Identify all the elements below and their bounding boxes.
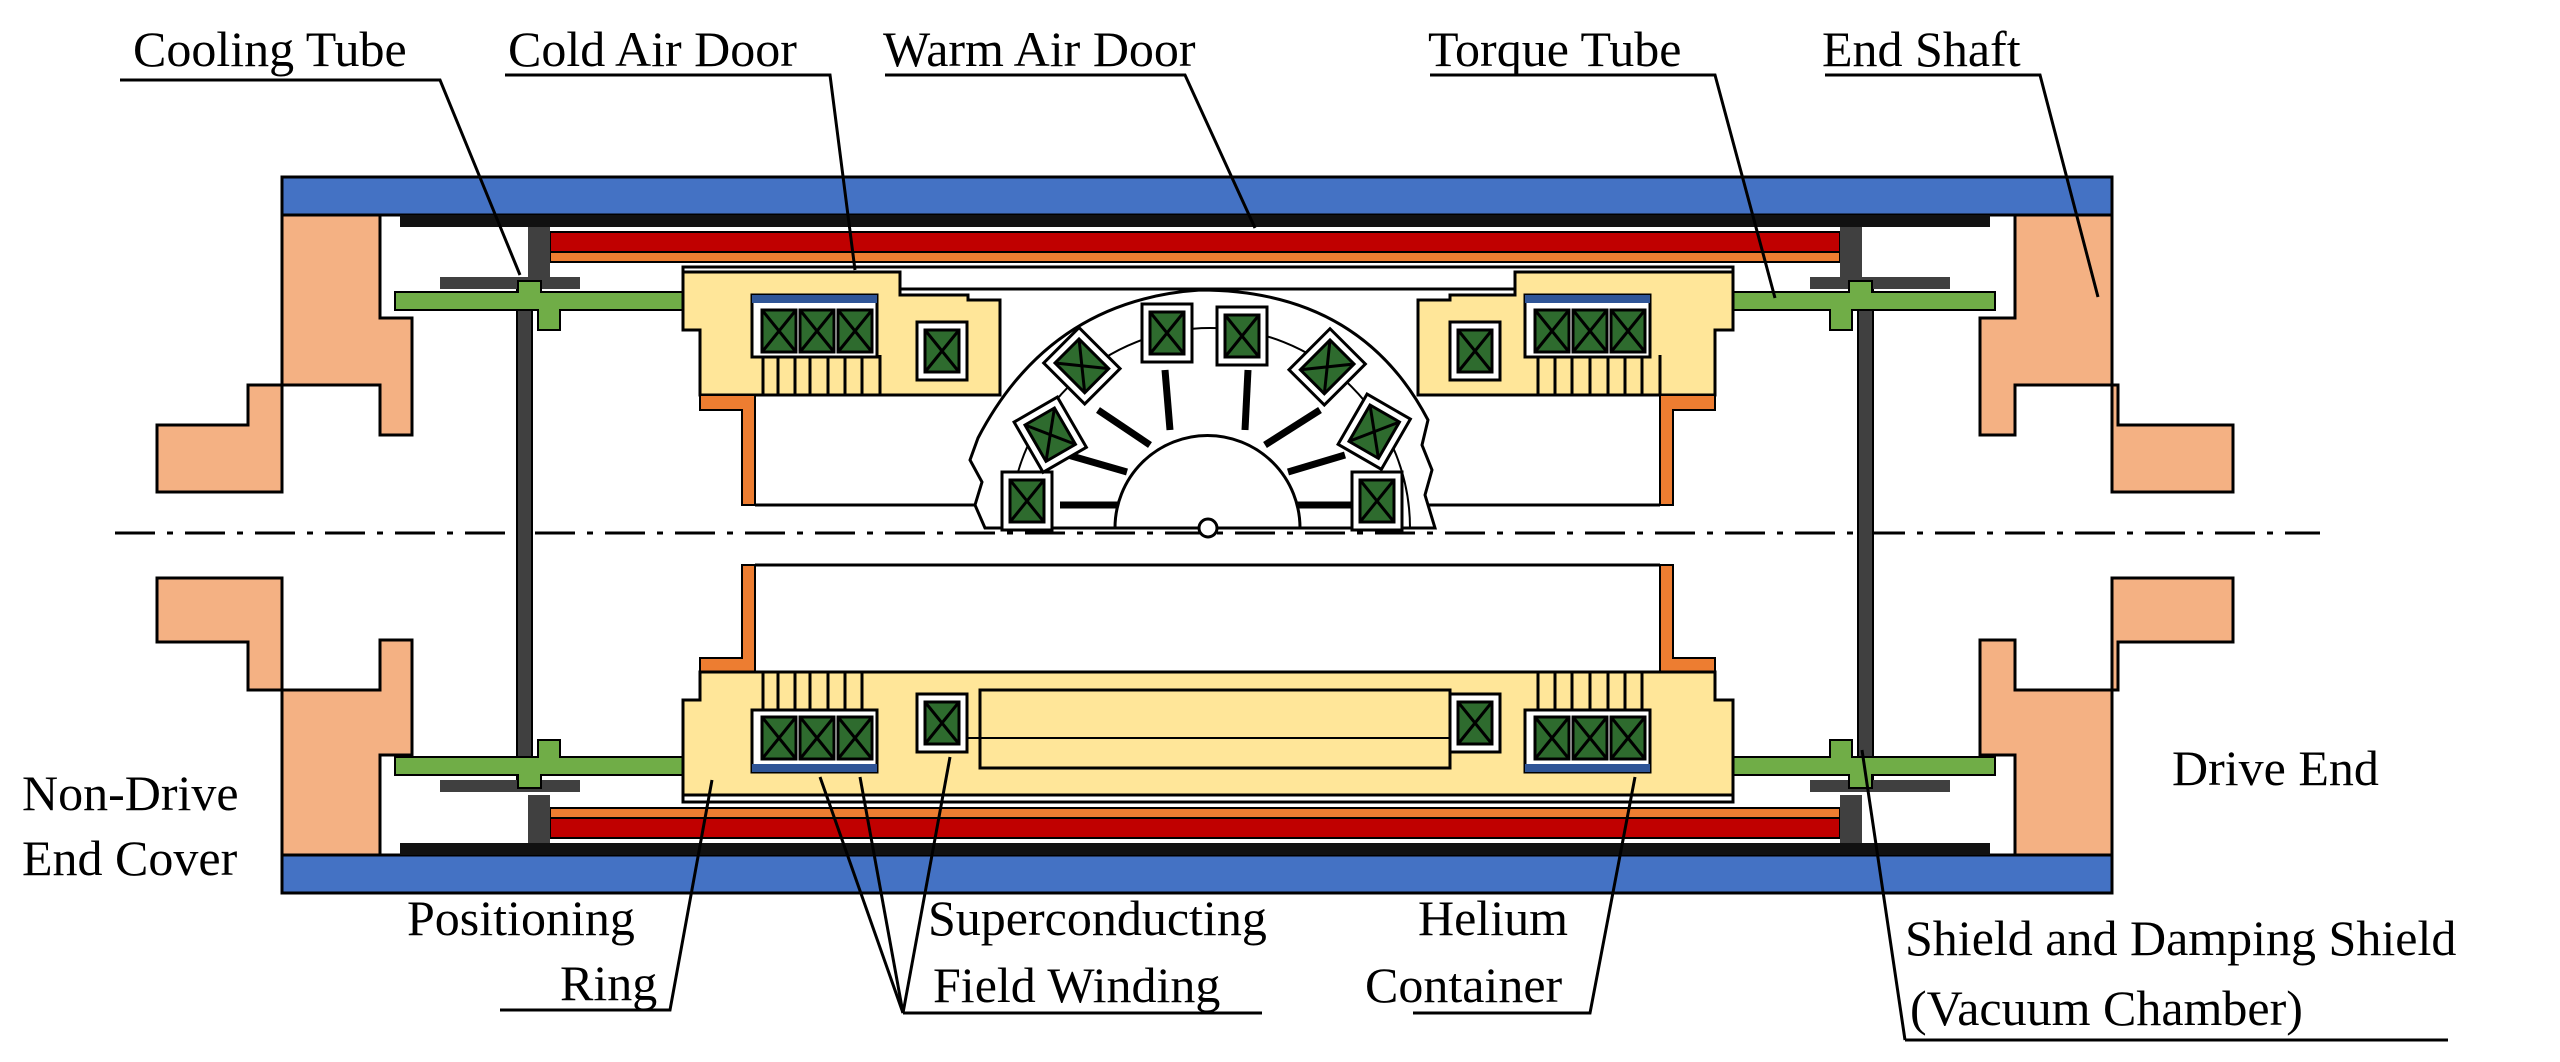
- torque-tube-left-bottom: [394, 739, 686, 789]
- torque-tube-left-top: [394, 280, 686, 331]
- positioning-bracket-right-top: [1659, 394, 1716, 506]
- label-end-shaft: End Shaft: [1822, 21, 2021, 77]
- helium-fins-top-left: [761, 355, 882, 395]
- leader-lines: [120, 73, 2448, 1042]
- damping-shield-top-red: [549, 231, 1841, 253]
- winding-coil: [1609, 715, 1647, 761]
- label-shield-line1: Shield and Damping Shield: [1905, 910, 2456, 966]
- shield-flange-left-bottom: [528, 795, 550, 843]
- winding-coil: [1571, 715, 1609, 761]
- flange-right-top: [1810, 277, 1950, 289]
- positioning-bracket-right-bottom: [1659, 564, 1716, 673]
- label-shield-line2: (Vacuum Chamber): [1910, 980, 2303, 1036]
- label-helium-container-line2: Container: [1365, 957, 1563, 1013]
- winding-coil: [917, 322, 967, 380]
- winding-coil: [1533, 715, 1571, 761]
- label-non-drive-end-cover-line1: Non-Drive: [22, 765, 239, 821]
- helium-fins-top-right: [1536, 355, 1662, 395]
- non-drive-end-cover-top: [155, 213, 414, 494]
- torque-tube-right-bottom: [1704, 739, 1996, 789]
- rod-right: [1857, 289, 1874, 781]
- shield-bottom: [400, 843, 1990, 855]
- winding-coil: [1450, 694, 1500, 752]
- drive-end-cover-bottom: [1978, 576, 2235, 857]
- label-positioning-ring-line2: Ring: [560, 955, 657, 1011]
- label-drive-end: Drive End: [2172, 740, 2379, 796]
- positioning-bracket-left-top: [699, 394, 756, 506]
- winding-coil: [1142, 304, 1192, 362]
- non-drive-end-cover-bottom: [155, 576, 414, 857]
- rod-left: [516, 289, 533, 781]
- positioning-bracket-left-bottom: [699, 564, 756, 673]
- shield-flange-left-top: [528, 227, 550, 277]
- winding-coil: [1352, 472, 1402, 530]
- winding-coil: [836, 715, 874, 761]
- winding-coil: [1217, 307, 1267, 365]
- winding-coil: [1002, 472, 1052, 530]
- label-superconducting-line2: Field Winding: [933, 957, 1220, 1013]
- cross-section-spokes: [1060, 369, 1355, 509]
- winding-base-top-right: [1525, 295, 1650, 303]
- winding-base-bottom-left: [752, 764, 877, 772]
- label-superconducting-line1: Superconducting: [928, 890, 1267, 946]
- flange-left-top: [440, 277, 580, 289]
- label-torque-tube: Torque Tube: [1428, 21, 1681, 77]
- outer-shell-top: [280, 175, 2114, 217]
- shield-flange-right-bottom: [1840, 795, 1862, 843]
- outer-shell-bottom: [280, 853, 2114, 895]
- winding-coil: [760, 715, 798, 761]
- torque-tube-right-top: [1704, 280, 1996, 331]
- winding-base-bottom-right: [1525, 764, 1650, 772]
- winding-coil: [1533, 308, 1571, 354]
- shield-flange-right-top: [1840, 227, 1862, 277]
- flange-right-bottom: [1810, 780, 1950, 792]
- damping-shield-top-orange: [549, 251, 1841, 263]
- winding-base-top-left: [752, 295, 877, 303]
- label-cooling-tube: Cooling Tube: [133, 21, 407, 77]
- damping-shield-bottom-orange: [549, 807, 1841, 819]
- label-positioning-ring-line1: Positioning: [407, 890, 635, 946]
- winding-coil: [798, 715, 836, 761]
- flange-left-bottom: [440, 780, 580, 792]
- winding-coil: [798, 308, 836, 354]
- inner-core-bottom: [978, 688, 1452, 770]
- damping-shield-bottom-red: [549, 817, 1841, 839]
- shield-top: [400, 215, 1990, 227]
- cross-section-inner-arc: [1113, 434, 1302, 529]
- cross-section-shaft: [1197, 517, 1219, 539]
- label-cold-air-door: Cold Air Door: [508, 21, 797, 77]
- label-warm-air-door: Warm Air Door: [883, 21, 1196, 77]
- winding-coil: [1571, 308, 1609, 354]
- winding-coil: [917, 694, 967, 752]
- winding-coil: [1450, 322, 1500, 380]
- winding-coil: [1609, 308, 1647, 354]
- label-helium-container-line1: Helium: [1418, 890, 1568, 946]
- helium-fins-bottom: [761, 672, 1644, 712]
- winding-coil: [836, 308, 874, 354]
- label-non-drive-end-cover-line2: End Cover: [22, 830, 238, 886]
- winding-coil: [760, 308, 798, 354]
- drive-end-cover-top: [1978, 213, 2235, 494]
